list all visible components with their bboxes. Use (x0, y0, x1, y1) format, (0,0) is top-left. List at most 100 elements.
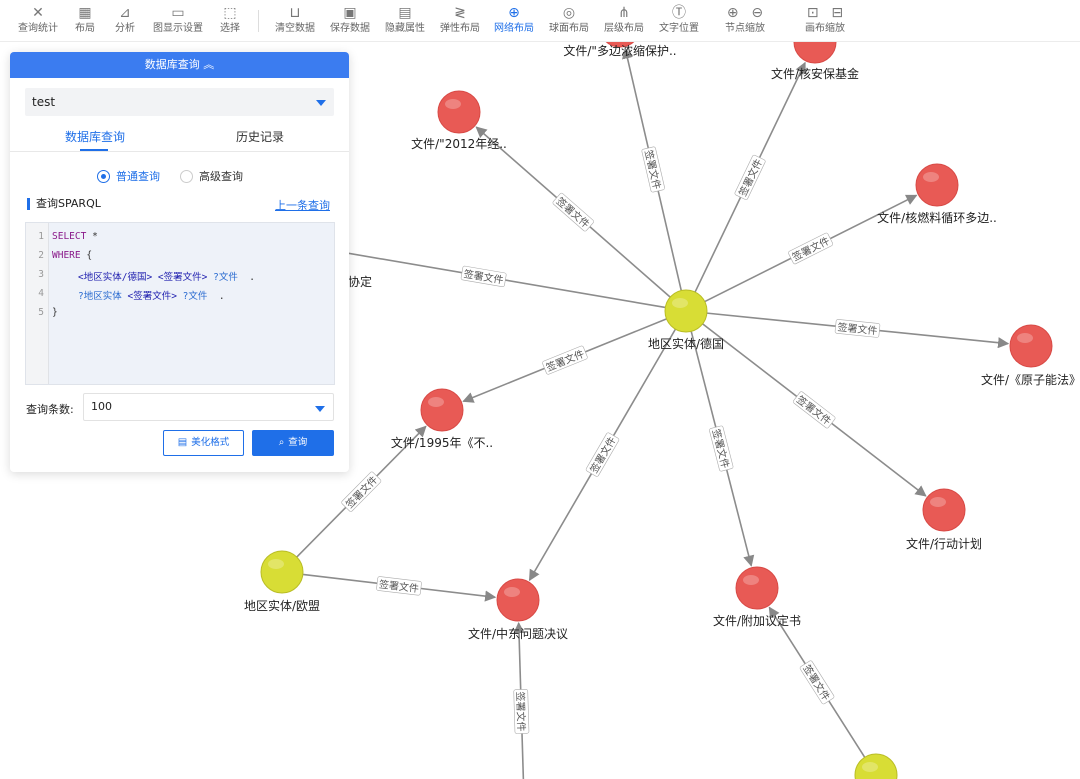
line-number: 3 (38, 269, 44, 280)
grid-icon: ▦ (78, 5, 92, 21)
canvas-expand-icon[interactable]: ⊡ (806, 5, 819, 21)
analysis-icon: ⊿ (119, 5, 131, 21)
document-node[interactable] (1009, 324, 1053, 368)
edge-label: 签署文件 (376, 576, 422, 596)
radio-advanced-query[interactable]: 高级查询 (180, 168, 243, 184)
edge-label: 签署文件 (460, 265, 507, 287)
edge-label: 签署文件 (552, 192, 594, 232)
format-icon: ▤ (177, 437, 188, 448)
edge-label: 签署文件 (709, 425, 734, 472)
text-position-icon: Ⓣ (672, 5, 686, 21)
globe-network-icon: ⊕ (508, 5, 520, 21)
panel-header[interactable]: 数据库查询 ︽ (10, 52, 349, 78)
clear-basket-icon: ⊔ (289, 5, 301, 21)
tab-database-query[interactable]: 数据库查询 (64, 130, 125, 144)
node-label: 协定 (348, 274, 372, 289)
node-label: 地区实体/欧盟 (244, 598, 320, 613)
node-highlight (504, 587, 520, 597)
node-highlight (930, 497, 946, 507)
sphere-layout-icon: ◎ (562, 5, 576, 21)
tb-sphere-layout[interactable]: ◎ 球面布局 (539, 4, 599, 36)
query-button[interactable]: ⌕查询 (252, 430, 334, 456)
select-cursor-icon: ⬚ (223, 5, 237, 21)
edge-label: 签署文件 (341, 471, 382, 512)
format-button[interactable]: ▤美化格式 (163, 430, 244, 456)
code-line: SELECT * (52, 231, 98, 242)
edge-label: 签署文件 (834, 319, 881, 338)
tb-select[interactable]: ⬚ 选择 (200, 4, 260, 36)
code-line: } (52, 307, 58, 318)
save-disk-icon: ▣ (343, 5, 357, 21)
canvas-shrink-icon[interactable]: ⊟ (831, 5, 844, 21)
svg-text:签署文件: 签署文件 (343, 473, 380, 511)
svg-text:签署文件: 签署文件 (514, 691, 528, 731)
tb-query-stats[interactable]: ✕ 查询统计 (8, 4, 68, 36)
region-node[interactable] (854, 753, 898, 779)
node-highlight (672, 298, 688, 308)
document-node[interactable] (420, 388, 464, 432)
zoom-out-icon[interactable]: ⊖ (751, 5, 764, 21)
tb-display-settings[interactable]: ▭ 图显示设置 (148, 4, 208, 36)
line-number: 2 (38, 250, 44, 261)
search-icon: ⌕ (278, 437, 285, 448)
document-node[interactable] (915, 163, 959, 207)
node-highlight (923, 172, 939, 182)
sparql-editor[interactable]: 1 2 3 4 5 SELECT * WHERE { <地区实体/德国> <签署… (25, 222, 335, 385)
node-highlight (743, 575, 759, 585)
limit-select[interactable]: 100 (83, 393, 334, 421)
node-label: 文件/"多边浓缩保护.. (563, 43, 676, 58)
node-label: 文件/1995年《不.. (391, 435, 493, 450)
tb-canvas-zoom: ⊡ ⊟ 画布缩放 (790, 4, 860, 36)
elastic-layout-icon: ≷ (454, 5, 466, 21)
edge-label: 签署文件 (641, 146, 665, 193)
tb-network-layout[interactable]: ⊕ 网络布局 (484, 4, 544, 36)
node-highlight (428, 397, 444, 407)
tb-layout[interactable]: ▦ 布局 (55, 4, 115, 36)
tab-history[interactable]: 历史记录 (235, 130, 284, 144)
document-node[interactable] (496, 578, 540, 622)
active-tab-indicator (80, 149, 108, 151)
line-number: 4 (38, 288, 44, 299)
tb-hide-properties[interactable]: ▤ 隐藏属性 (375, 4, 435, 36)
node-label: 文件/行动计划 (906, 536, 982, 551)
zoom-in-icon[interactable]: ⊕ (726, 5, 739, 21)
node-label: 文件/附加议定书 (713, 613, 801, 628)
toolbar: ✕ 查询统计 ▦ 布局 ⊿ 分析 ▭ 图显示设置 ⬚ 选择 ⊔ 清空数据 ▣ 保… (0, 0, 1080, 42)
edge-label: 签署文件 (793, 391, 836, 429)
node-label: 文件/中东问题决议 (468, 626, 568, 641)
edge-label: 签署文件 (585, 432, 620, 477)
document-node[interactable] (922, 488, 966, 532)
node-label: 文件/《原子能法》 (981, 372, 1080, 387)
node-label: 文件/"2012年经.. (411, 136, 507, 151)
radio-dot-icon (180, 170, 193, 183)
collapse-chevron-icon[interactable]: ︽ (203, 58, 215, 71)
node-label: 地区实体/德国 (648, 336, 724, 351)
tb-save-data[interactable]: ▣ 保存数据 (320, 4, 380, 36)
node-highlight (862, 762, 878, 772)
code-line: ?地区实体 <签署文件> ?文件 . (78, 291, 225, 302)
document-node[interactable] (437, 90, 481, 134)
region-node[interactable] (664, 289, 708, 333)
node-label: 文件/核安保基金 (771, 66, 859, 81)
radio-normal-query[interactable]: 普通查询 (97, 168, 160, 184)
tb-hierarchy-layout[interactable]: ⋔ 层级布局 (594, 4, 654, 36)
database-select[interactable]: test (25, 88, 334, 116)
svg-text:签署文件: 签署文件 (554, 194, 593, 230)
tb-analysis[interactable]: ⊿ 分析 (95, 4, 155, 36)
node-highlight (445, 99, 461, 109)
limit-label: 查询条数: (26, 403, 74, 416)
region-node[interactable] (260, 550, 304, 594)
previous-query-link[interactable]: 上一条查询 (275, 199, 330, 212)
document-node[interactable] (735, 566, 779, 610)
graph-edges: 签署文件签署文件签署文件签署文件签署文件签署文件签署文件签署文件签署文件签署文件… (296, 47, 1010, 779)
line-number: 5 (38, 307, 44, 318)
edge-label: 签署文件 (734, 154, 766, 200)
tb-elastic-layout[interactable]: ≷ 弹性布局 (430, 4, 490, 36)
node-highlight (268, 559, 284, 569)
edge-label: 签署文件 (799, 660, 835, 705)
tb-clear-data[interactable]: ⊔ 清空数据 (265, 4, 325, 36)
sparql-label: 查询SPARQL (27, 198, 101, 210)
tb-text-position[interactable]: Ⓣ 文字位置 (649, 4, 709, 36)
